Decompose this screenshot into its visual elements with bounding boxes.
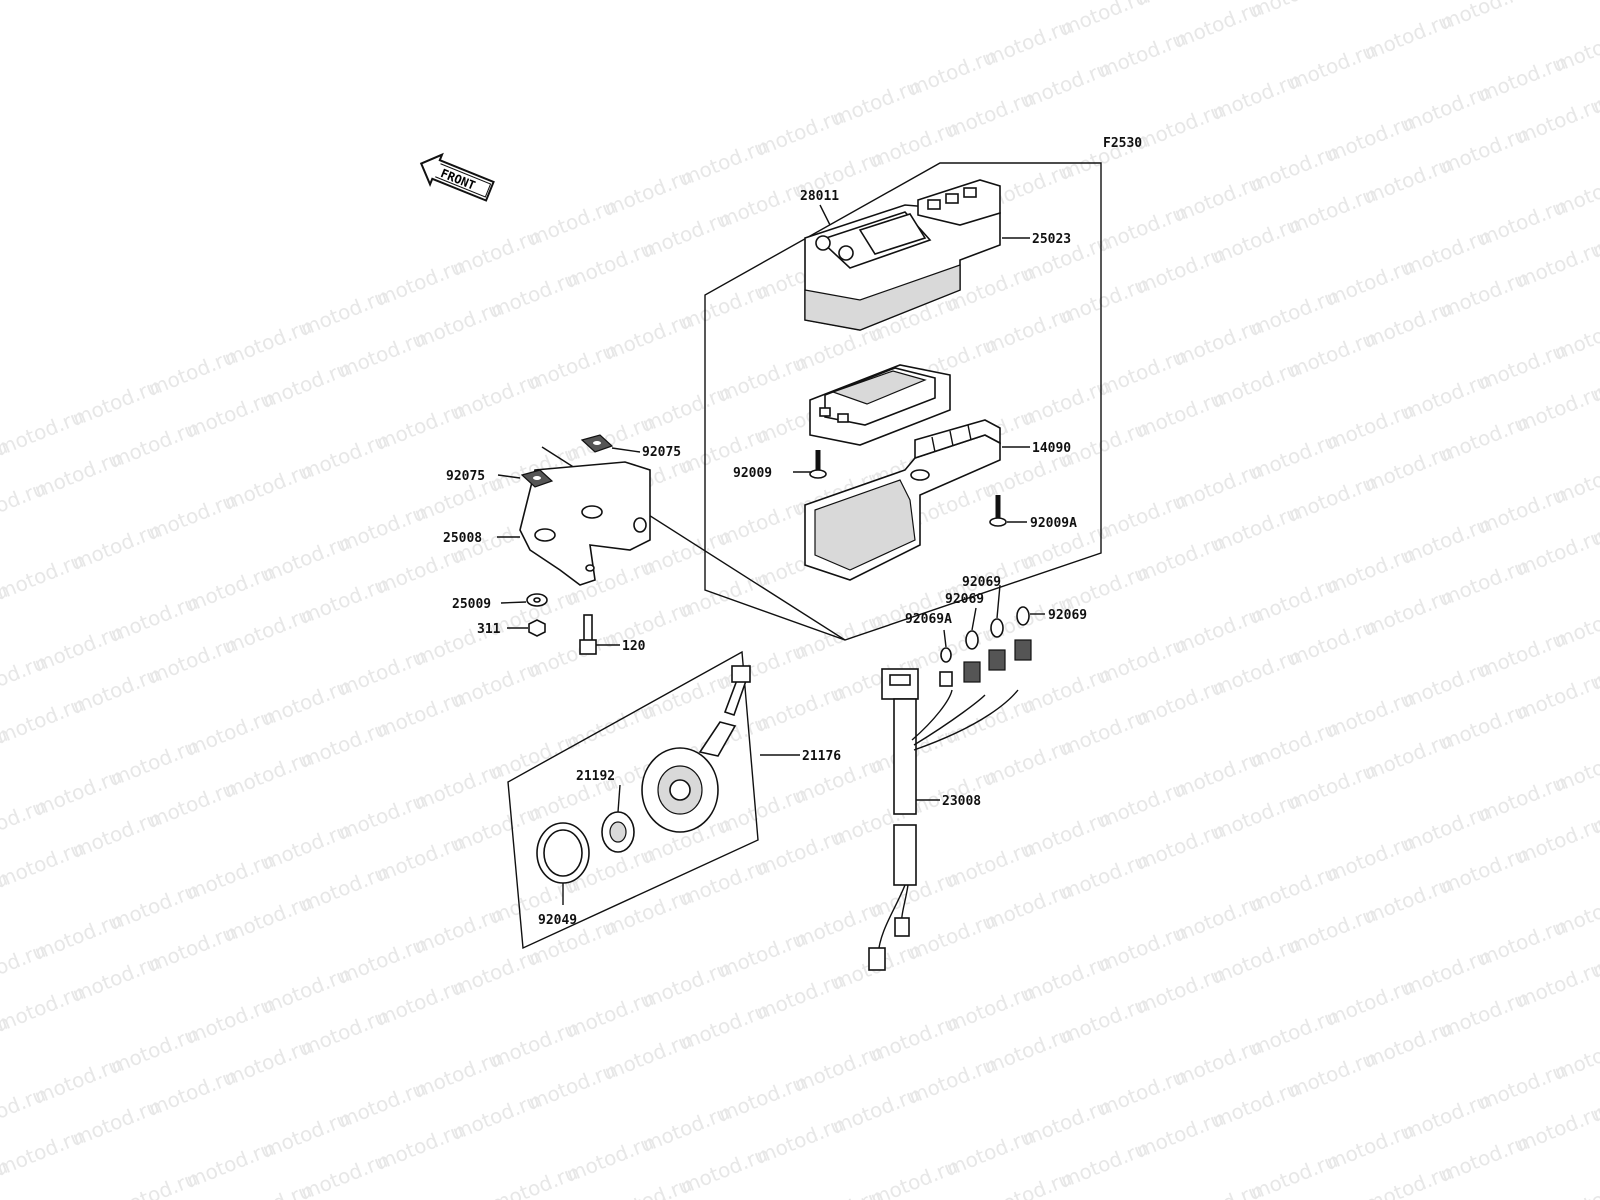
part-label-120: 120 [622, 639, 646, 654]
part-label-92009A: 92009A [1030, 516, 1077, 531]
part-label-92069-right: 92069 [1048, 608, 1087, 623]
part-label-25009: 25009 [452, 597, 491, 612]
watermark-text: motod.ru [1513, 812, 1600, 869]
part-label-28011: 28011 [800, 189, 839, 204]
watermark-text: motod.ru [1133, 0, 1227, 11]
watermark-text: motod.ru [1551, 884, 1600, 941]
watermark-text: motod.ru [1551, 452, 1600, 509]
watermark-text: motod.ru [1513, 380, 1600, 437]
part-label-21192: 21192 [576, 769, 615, 784]
part-label-25008: 25008 [443, 531, 482, 546]
front-arrow-icon: FRONT [419, 152, 495, 202]
watermark-text: motod.ru [1437, 0, 1531, 35]
gear-21192 [601, 811, 635, 853]
rubber-damper-92075-right [580, 434, 614, 453]
bracket [519, 461, 651, 586]
screw-92009 [809, 450, 827, 479]
part-label-92069A: 92069A [905, 612, 952, 627]
watermark-text: motod.ru [1551, 308, 1600, 365]
watermark-text: motod.ru [1551, 740, 1600, 797]
meter-cover [804, 179, 1001, 331]
watermark-text: motod.ru [1513, 0, 1600, 5]
bulb-92069-1 [963, 630, 981, 683]
nut-311 [528, 619, 546, 637]
watermark-text: motod.ru [1513, 956, 1600, 1013]
wire-harness [868, 668, 1019, 971]
part-label-23008: 23008 [942, 794, 981, 809]
screw-92009A [989, 495, 1007, 527]
leader-lines [497, 204, 1045, 905]
watermark-text: motod.ru [1551, 1172, 1600, 1200]
part-label-25023: 25023 [1032, 232, 1071, 247]
sensor-assembly-frame [507, 650, 759, 950]
diagram-code: F2530 [1103, 136, 1142, 151]
watermark-text: motod.ru [1513, 668, 1600, 725]
watermark-text: motod.ru [1551, 20, 1600, 77]
watermark-text: motod.ru [1513, 92, 1600, 149]
part-label-14090: 14090 [1032, 441, 1071, 456]
meter-inner-unit [809, 364, 951, 446]
watermark-text: motod.ru [1247, 0, 1341, 23]
part-label-92075-right: 92075 [642, 445, 681, 460]
bulb-92069-3 [1014, 606, 1032, 661]
rubber-damper-92075-left [520, 469, 554, 488]
watermark-text: motod.ru [0, 1154, 11, 1200]
bulb-socket-92069A [939, 647, 953, 687]
watermark-text: motod.ru [1551, 164, 1600, 221]
collar-25009 [526, 593, 548, 607]
part-label-92049: 92049 [538, 913, 577, 928]
part-label-21176: 21176 [802, 749, 841, 764]
part-label-92009: 92009 [733, 466, 772, 481]
part-labels: 28011 25023 14090 92009 92009A 92075 920… [443, 189, 1087, 928]
watermark-text: motod.ru [1513, 524, 1600, 581]
sensor-body [641, 665, 751, 833]
watermark-text: motod.ru [1513, 236, 1600, 293]
meter-case [804, 419, 1001, 581]
part-label-92075-left: 92075 [446, 469, 485, 484]
watermark-text: motod.ru [1513, 1100, 1600, 1157]
watermark-text: motod.ru [1057, 0, 1151, 41]
bulb-92069-2 [988, 618, 1006, 671]
seal-92049 [536, 822, 590, 884]
watermark-text: motod.ru [1551, 1028, 1600, 1085]
part-label-311: 311 [477, 622, 501, 637]
part-label-92069-top: 92069 [962, 575, 1001, 590]
part-label-92069-mid: 92069 [945, 592, 984, 607]
watermark-text: motod.ru [1551, 596, 1600, 653]
bolt-120 [579, 614, 597, 655]
